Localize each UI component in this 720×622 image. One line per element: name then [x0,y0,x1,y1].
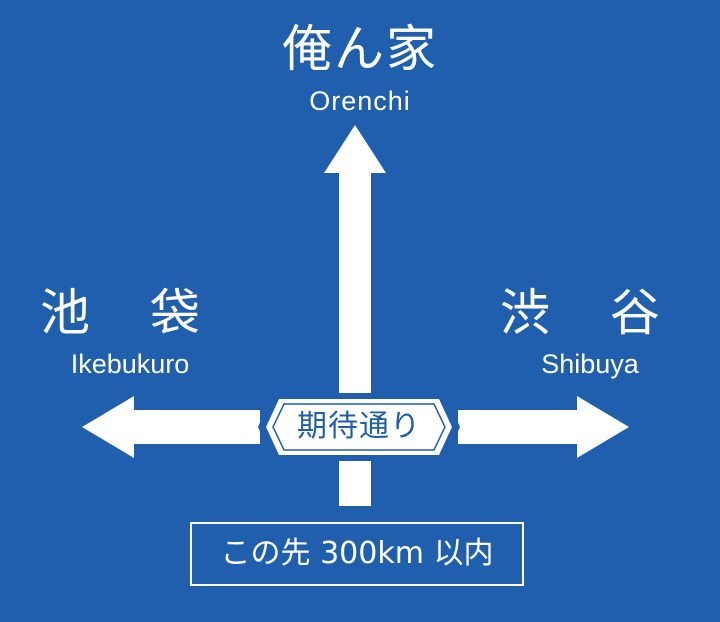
destination-right-romaji: Shibuya [541,349,639,379]
destination-left-japanese: 池 袋 [40,284,222,342]
destination-right-japanese: 渋 谷 [500,284,682,342]
route-badge [258,393,460,461]
distance-notice-box [190,522,524,586]
distance-notice: この先 300km 以内 [220,536,494,571]
destination-up-romaji: Orenchi [309,86,411,116]
left-arrow-icon [82,396,260,458]
destination-up-japanese: 俺ん家 [282,20,438,78]
route-name: 期待通り [297,409,421,444]
right-arrow-icon [458,396,629,458]
destination-left-romaji: Ikebukuro [70,349,190,379]
